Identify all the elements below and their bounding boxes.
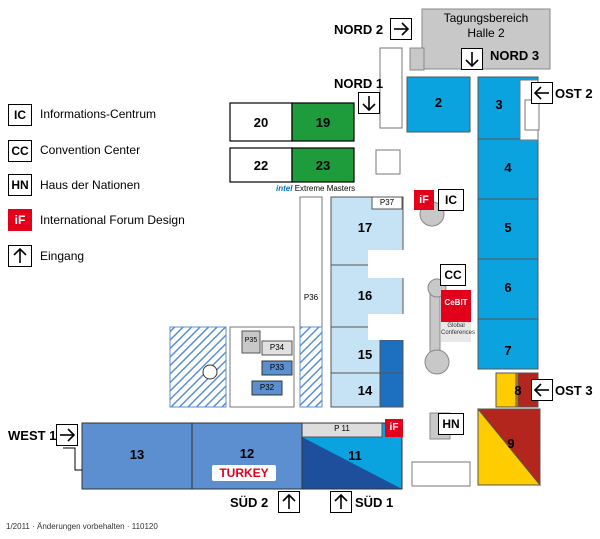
intel-text: Extreme Masters	[294, 184, 356, 193]
hall-20[interactable]	[229, 102, 293, 142]
entrance-nord2-arrow-icon[interactable]	[390, 18, 412, 40]
hall-17-label: 17	[357, 220, 373, 235]
legend-entrance-label: Eingang	[40, 249, 85, 263]
entrance-nord1-label: NORD 1	[334, 76, 384, 91]
cebit-sub-line1: Global	[447, 323, 465, 329]
hall-15-label: 15	[357, 347, 373, 362]
hall-3-label: 3	[495, 97, 503, 112]
pavilion-p32-label: P32	[259, 383, 275, 392]
entrance-nord3-arrow-icon[interactable]	[461, 48, 483, 70]
legend-hn-box: HN	[8, 174, 32, 196]
hall-23-label: 23	[315, 158, 331, 173]
entrance-west1-arrow-icon[interactable]	[56, 424, 78, 446]
hall-23[interactable]	[291, 147, 355, 183]
entrance-ost3-arrow-icon[interactable]	[531, 379, 553, 401]
intel-logo: intel	[276, 184, 293, 193]
tagungsbereich-line1: Tagungsbereich	[443, 11, 529, 25]
pavilion-p34[interactable]	[261, 340, 293, 356]
hall-5-label: 5	[504, 220, 512, 235]
hn-marker[interactable]: HN	[438, 413, 464, 435]
pavilion-p32[interactable]	[251, 380, 283, 396]
legend-entrance-icon	[8, 245, 32, 267]
hall-13[interactable]	[81, 422, 193, 490]
legend-if-icon: iF	[8, 209, 32, 231]
pavilion-p36-label: P36	[303, 293, 319, 302]
legend-cc-box: CC	[8, 140, 32, 162]
if-marker-ic: iF	[414, 190, 434, 210]
entrance-sued1-arrow-icon[interactable]	[330, 491, 352, 513]
hall-4-label: 4	[504, 160, 512, 175]
hall-19[interactable]	[291, 102, 355, 142]
cc-marker[interactable]: CC	[440, 264, 466, 286]
tagungsbereich[interactable]	[421, 8, 551, 70]
pavilion-p35[interactable]	[241, 330, 261, 354]
hall-20-label: 20	[253, 115, 269, 130]
hall-12-label: 12	[239, 446, 255, 461]
hall-22-label: 22	[253, 158, 269, 173]
hall-13-label: 13	[129, 447, 145, 462]
cebit-sub-line2: Conferences	[441, 330, 476, 336]
pavilion-p33[interactable]	[261, 360, 293, 376]
entrance-west1-label: WEST 1	[8, 428, 57, 443]
intel-extreme-masters-logo: intel Extreme Masters	[276, 184, 355, 193]
legend-hn-label: Haus der Nationen	[40, 178, 141, 192]
entrance-ost3-label: OST 3	[555, 383, 593, 398]
hall-16-label: 16	[357, 288, 373, 303]
entrance-ost2-label: OST 2	[555, 86, 593, 101]
footer-note: 1/2011 · Änderungen vorbehalten · 110120	[6, 522, 158, 531]
pavilion-p35-label: P35	[244, 337, 258, 344]
pavilion-p33-label: P33	[269, 363, 285, 372]
entrance-sued2-label: SÜD 2	[230, 495, 269, 510]
entrance-nord3-label: NORD 3	[490, 48, 540, 63]
hatched-area-west	[169, 326, 227, 408]
hall-7-label: 7	[504, 343, 512, 358]
hatched-area-center	[299, 326, 323, 408]
legend-if-label: International Forum Design	[40, 213, 185, 227]
hall-6-label: 6	[504, 280, 512, 295]
entrance-nord1-arrow-icon[interactable]	[358, 92, 380, 114]
hall-2-label: 2	[434, 95, 443, 110]
legend-cc-label: Convention Center	[40, 143, 141, 157]
pavilion-p37-label: P37	[379, 198, 395, 207]
hall-4[interactable]	[477, 138, 539, 200]
hall-2[interactable]	[406, 76, 471, 133]
hall-22[interactable]	[229, 147, 293, 183]
hall-6[interactable]	[477, 258, 539, 320]
hall-14-label: 14	[357, 383, 373, 398]
pavilion-p37[interactable]	[371, 196, 403, 210]
entrance-sued2-arrow-icon[interactable]	[278, 491, 300, 513]
cebit-logo-text: CeBIT	[444, 298, 468, 307]
turkey-logo: TURKEY	[212, 465, 276, 481]
entrance-sued1-label: SÜD 1	[355, 495, 394, 510]
entrance-ost2-arrow-icon[interactable]	[531, 82, 553, 104]
ic-marker[interactable]: IC	[438, 189, 464, 211]
hall-11-label: 11	[348, 448, 362, 463]
hall-7[interactable]	[477, 318, 539, 370]
hall-9-label: 9	[507, 436, 515, 451]
if-marker-p11: iF	[385, 419, 403, 437]
cebit-sub: Global Conferences	[441, 323, 476, 337]
hall-19-label: 19	[315, 115, 331, 130]
hall-8-label: 8	[514, 383, 522, 398]
legend-ic-box: IC	[8, 104, 32, 126]
pavilion-p11-label: P 11	[334, 424, 350, 433]
tagungsbereich-label: Tagungsbereich Halle 2	[422, 11, 550, 41]
pavilion-p34-label: P34	[269, 343, 285, 352]
entrance-nord2-label: NORD 2	[334, 22, 384, 37]
tagungsbereich-line2: Halle 2	[467, 26, 505, 40]
legend-ic-label: Informations-Centrum	[40, 107, 157, 121]
